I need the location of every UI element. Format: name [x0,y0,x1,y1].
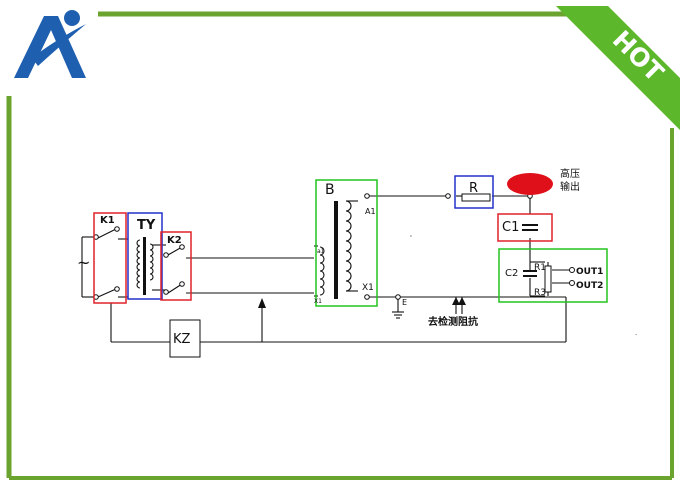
c1-label: C1 [502,220,519,235]
out2-label: OUT2 [576,281,603,291]
stray-dot: . [635,329,637,337]
ac-source-symbol: ~ [77,253,90,272]
ty-label: TY [137,218,156,233]
out1-label: OUT1 [576,267,603,277]
circuit-wires [81,195,570,343]
capacitor-c1-box: C1 [497,213,553,242]
kz-label: KZ [173,332,191,347]
k1-switch-box: K1 [93,212,127,304]
capacitor-c2-divider-box: C2 R1 R3 OUT1 OUT2 [498,248,608,303]
x1-primary-label: X1 [314,298,322,305]
page-frame [6,11,674,480]
measurement-arrows [258,297,466,308]
hot-badge: HOT [556,6,680,130]
resistor-r-box: R [454,175,494,209]
hv-output-label-line1: 高压 [560,167,580,180]
r3-label: R3 [534,288,546,298]
k1-label: K1 [100,215,115,226]
a1-label: A1 [365,207,376,216]
measure-impedance-label: 去检测阻抗 [428,315,478,328]
k2-switch-box: K2 [160,231,192,301]
brand-a-logo-icon [14,10,86,78]
x1-label: X1 [362,283,374,293]
c2-label: C2 [505,268,518,279]
k2-label: K2 [167,235,182,246]
a1-primary-label: a1 [317,248,325,255]
ty-regulator-box: TY [127,212,163,300]
r-label: R [469,181,478,196]
ground-e-label: E [402,298,407,307]
hv-output-terminal: 高压 输出 [507,167,580,195]
hv-output-label-line2: 输出 [560,180,580,193]
stray-mark: ' [410,234,412,242]
transformer-b-box: B A1 X1 a1 X1 [314,179,378,307]
b-label: B [325,182,335,198]
r1-label: R1 [534,263,546,273]
kz-control-box: KZ [169,319,201,358]
